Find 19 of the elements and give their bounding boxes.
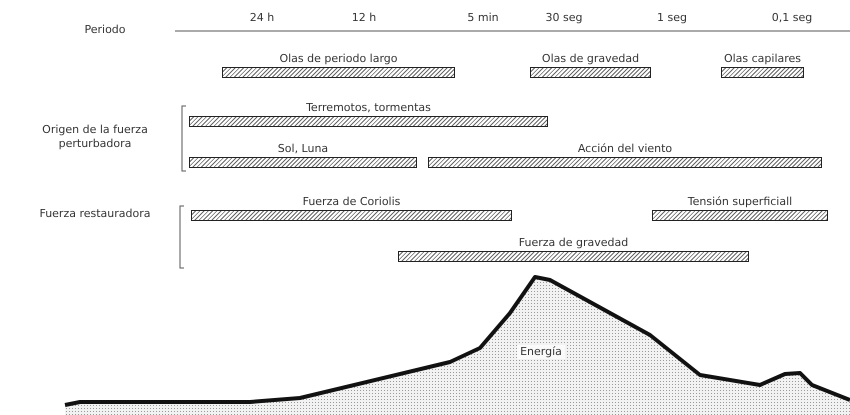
bar-label: Terremotos, tormentas xyxy=(306,101,431,114)
tick-label: 24 h xyxy=(250,11,274,25)
bar-label: Fuerza de gravedad xyxy=(518,236,628,249)
group-label: Origen de la fuerza perturbadora xyxy=(41,123,149,151)
tick-label: 12 h xyxy=(352,11,376,25)
bar-label: Olas de gravedad xyxy=(542,52,640,65)
axis-title: Periodo xyxy=(84,23,126,37)
bar-label: Olas de periodo largo xyxy=(279,52,398,65)
tick-label: 1 seg xyxy=(657,11,687,25)
tick-label: 30 seg xyxy=(546,11,582,25)
curve-label: Energía xyxy=(517,345,565,359)
tick-label: 5 min xyxy=(467,11,499,25)
bar-label: Sol, Luna xyxy=(278,142,328,155)
bar-label: Tensión superficiall xyxy=(688,195,792,208)
bar-label: Fuerza de Coriolis xyxy=(302,195,400,208)
bar-label: Acción del viento xyxy=(578,142,672,155)
group-label: Fuerza restauradora xyxy=(38,207,152,221)
tick-label: 0,1 seg xyxy=(772,11,812,25)
bar-label: Olas capilares xyxy=(724,52,802,65)
